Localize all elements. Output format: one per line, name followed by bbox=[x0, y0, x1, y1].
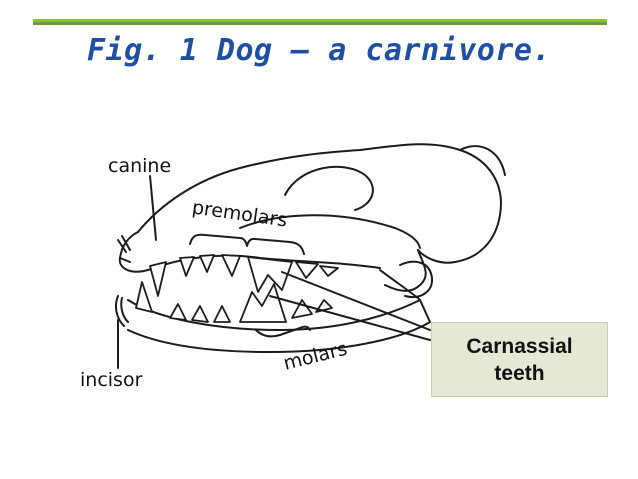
label-canine: canine bbox=[108, 155, 171, 177]
carnassial-label: Carnassial teeth bbox=[466, 334, 573, 385]
lower-jaw bbox=[127, 299, 431, 353]
upper-canine bbox=[149, 261, 167, 297]
lower-carnassial bbox=[239, 283, 287, 323]
molars-bracket bbox=[255, 325, 311, 338]
lower-canine bbox=[135, 281, 153, 313]
label-molars: molars bbox=[281, 338, 349, 375]
label-premolars: premolars bbox=[191, 196, 289, 231]
carnassial-teeth-callout: Carnassial teeth bbox=[431, 322, 608, 397]
canine-leader bbox=[149, 175, 157, 241]
carnassial-leader-lower bbox=[269, 295, 431, 341]
header-accent-bar bbox=[33, 19, 607, 25]
upper-carnassial bbox=[247, 256, 293, 293]
label-incisor: incisor bbox=[80, 369, 143, 391]
skull-outline bbox=[137, 143, 502, 264]
zygomatic-arch bbox=[239, 214, 421, 249]
eye-orbit bbox=[284, 165, 374, 211]
figure-title: Fig. 1 Dog – a carnivore. bbox=[86, 33, 552, 68]
carnassial-leader-upper bbox=[281, 271, 431, 331]
premolars-bracket bbox=[189, 233, 305, 255]
